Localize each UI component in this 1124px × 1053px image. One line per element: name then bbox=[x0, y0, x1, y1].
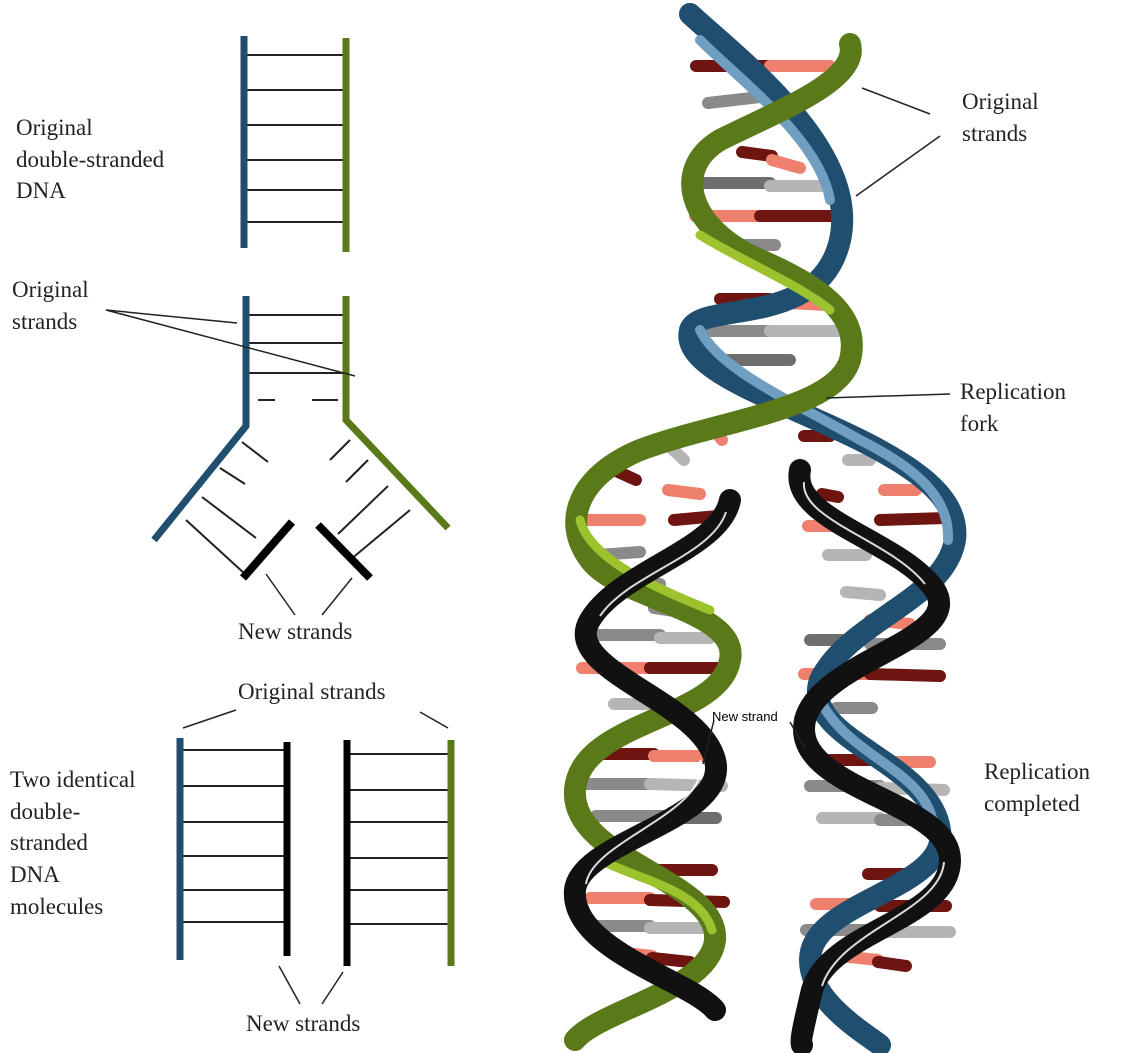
label-original-dna-line3: DNA bbox=[16, 175, 164, 207]
label-original-dna: Original double-stranded DNA bbox=[16, 112, 164, 207]
label-new-strand-small: New strand bbox=[712, 708, 778, 726]
fork-ladder bbox=[154, 296, 448, 578]
label-original-strands-right-line1: Original bbox=[962, 86, 1039, 118]
label-replication-completed-line2: completed bbox=[984, 788, 1090, 820]
label-original-strands-left-line2: strands bbox=[12, 306, 89, 338]
label-two-identical: Two identical double- stranded DNA molec… bbox=[10, 764, 136, 923]
label-original-dna-line1: Original bbox=[16, 112, 164, 144]
label-original-strands-right: Original strands bbox=[962, 86, 1039, 149]
label-replication-fork-line1: Replication bbox=[960, 376, 1066, 408]
label-replication-fork: Replication fork bbox=[960, 376, 1066, 439]
daughter-rungs-right bbox=[350, 754, 448, 924]
label-two-identical-line5: molecules bbox=[10, 891, 136, 923]
label-two-identical-line1: Two identical bbox=[10, 764, 136, 796]
label-original-strands-left: Original strands bbox=[12, 274, 89, 337]
fork-rungs bbox=[186, 315, 410, 574]
fork-new-strand-right bbox=[318, 525, 370, 578]
dna-helix-3d bbox=[575, 14, 956, 1045]
fork-original-strand-blue bbox=[154, 296, 246, 540]
fork-original-strand-green bbox=[346, 296, 448, 528]
daughter-rungs-left bbox=[183, 750, 284, 922]
label-new-strands-bottom: New strands bbox=[246, 1008, 360, 1040]
label-new-strands-middle: New strands bbox=[238, 616, 352, 648]
fork-leader-lines bbox=[106, 310, 355, 615]
label-replication-completed-line1: Replication bbox=[984, 756, 1090, 788]
label-two-identical-line4: DNA bbox=[10, 859, 136, 891]
daughter-ladders bbox=[180, 738, 451, 966]
label-original-strands-bottom: Original strands bbox=[238, 676, 386, 708]
label-original-strands-right-line2: strands bbox=[962, 118, 1039, 150]
label-two-identical-line2: double- bbox=[10, 796, 136, 828]
label-original-dna-line2: double-stranded bbox=[16, 144, 164, 176]
original-dna-ladder bbox=[244, 36, 346, 252]
label-replication-fork-line2: fork bbox=[960, 408, 1066, 440]
label-original-strands-left-line1: Original bbox=[12, 274, 89, 306]
label-two-identical-line3: stranded bbox=[10, 827, 136, 859]
fork-new-strand-left bbox=[243, 522, 292, 578]
label-replication-completed: Replication completed bbox=[984, 756, 1090, 819]
ladder-rungs bbox=[246, 55, 344, 222]
